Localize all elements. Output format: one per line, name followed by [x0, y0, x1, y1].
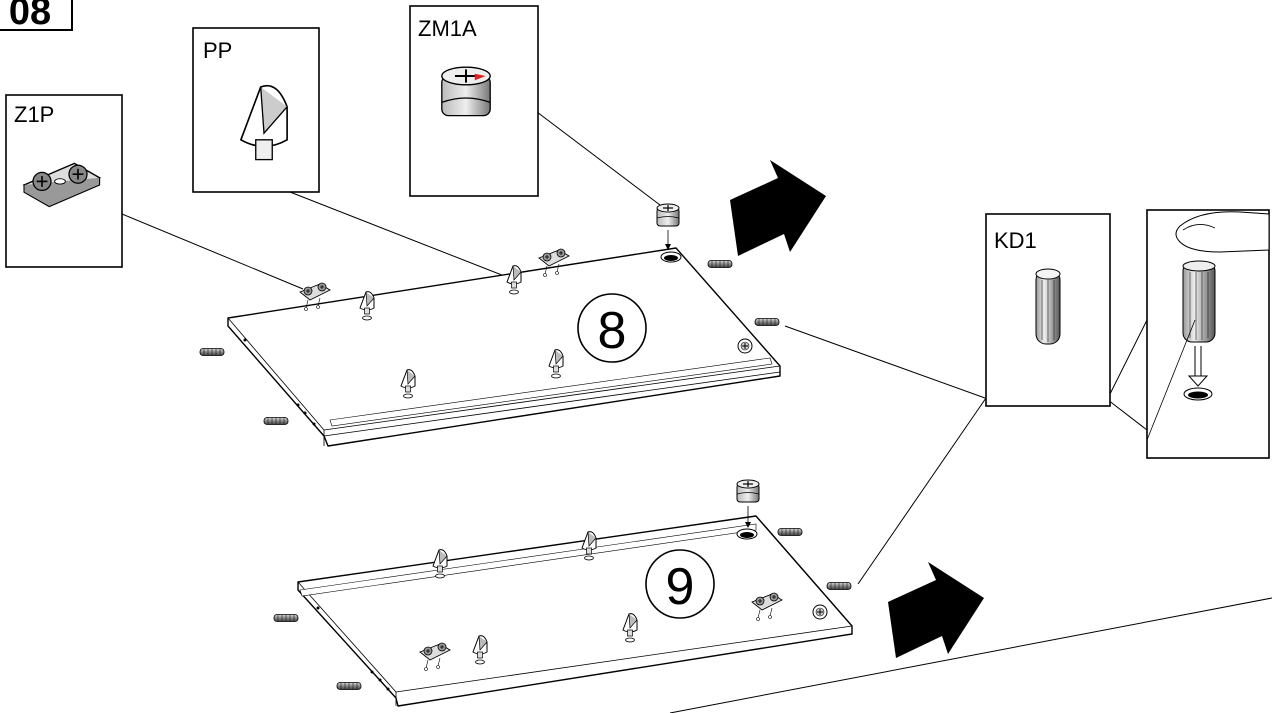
leader-lines — [121, 111, 1148, 585]
wooden-dowel-icon — [1035, 268, 1061, 345]
callout-pp: PP — [192, 27, 320, 193]
part-code-kd1: KD1 — [994, 228, 1037, 253]
leader-kd1-bottom — [857, 397, 987, 585]
panel-number-8: 8 — [598, 302, 627, 360]
finger-icon — [1175, 211, 1270, 253]
leader-zm1a — [536, 111, 661, 206]
up-arrow-top: UP — [728, 160, 826, 256]
step-number: 08 — [9, 0, 51, 33]
leader-kd1-detail-bottom — [1107, 399, 1148, 431]
board-edge-line — [1146, 319, 1196, 441]
panel-number-circle-9 — [645, 549, 715, 619]
part-code-zm1a: ZM1A — [418, 16, 477, 41]
part-code-z1p: Z1P — [14, 102, 54, 127]
cam-lock-icon — [441, 66, 491, 117]
callout-z1p: Z1P — [5, 94, 123, 268]
panel-number-9: 9 — [666, 558, 695, 616]
leader-pp — [289, 191, 513, 280]
hinge-plate-icon — [22, 162, 102, 208]
callout-kd1-detail — [1146, 209, 1270, 459]
panel-8: 8 — [199, 203, 781, 447]
callout-zm1a: ZM1A — [409, 5, 539, 197]
dowel-insert-icon — [1182, 260, 1216, 343]
leader-kd1-top — [784, 325, 986, 399]
floor-line — [669, 597, 1272, 713]
panel-number-circle-8 — [577, 293, 647, 363]
part-code-pp: PP — [203, 38, 232, 63]
step-number-box: 08 — [0, 0, 73, 33]
callout-kd1: KD1 — [985, 213, 1111, 407]
leader-z1p — [121, 213, 304, 290]
down-arrow-icon — [1187, 346, 1209, 387]
shelf-pin-icon — [239, 84, 288, 161]
up-arrow-bottom: UP — [886, 562, 984, 658]
panel-9: 9 — [273, 479, 853, 707]
drilled-hole-icon — [1183, 387, 1213, 401]
leader-kd1-detail-top — [1107, 319, 1148, 399]
